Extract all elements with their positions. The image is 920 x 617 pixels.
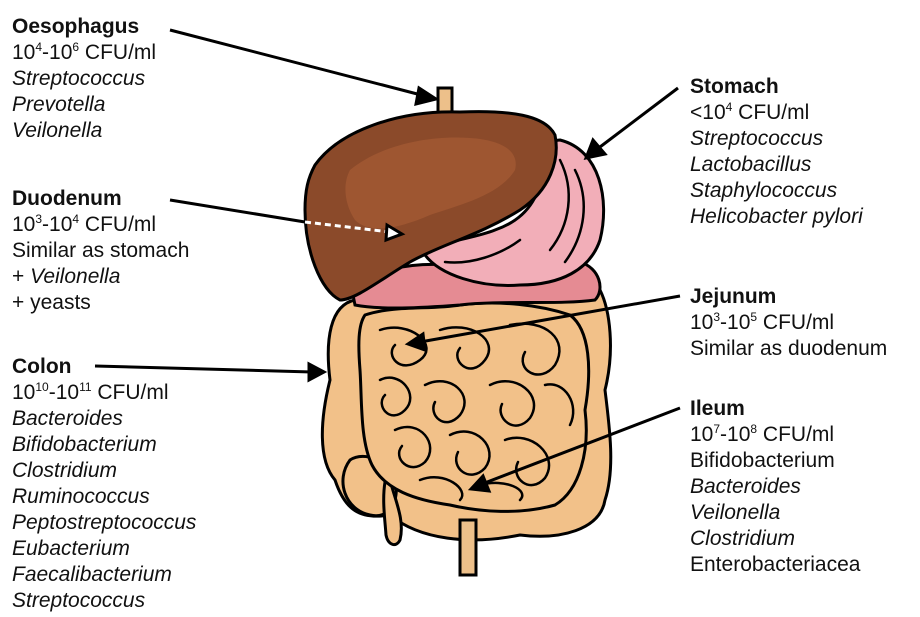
ileum-count: 107-108 CFU/ml: [690, 422, 860, 448]
oesophagus-taxon: Veilonella: [12, 118, 156, 144]
colon-arrowhead: [309, 364, 324, 380]
oesophagus-title: Oesophagus: [12, 14, 156, 40]
duodenum-note: + Veilonella: [12, 264, 189, 290]
jejunum-note: Similar as duodenum: [690, 336, 887, 362]
oesophagus-taxon: Prevotella: [12, 92, 156, 118]
oesophagus-count: 104-106 CFU/ml: [12, 40, 156, 66]
colon-count: 1010-1011 CFU/ml: [12, 380, 196, 406]
oesophagus-arrowhead: [416, 88, 436, 104]
stomach-label: Stomach <104 CFU/ml Streptococcus Lactob…: [690, 74, 863, 230]
colon-taxon: Faecalibacterium: [12, 562, 196, 588]
oesophagus-taxon: Streptococcus: [12, 66, 156, 92]
ileum-label: Ileum 107-108 CFU/ml Bifidobacterium Bac…: [690, 396, 860, 578]
ileum-taxon: Veilonella: [690, 500, 860, 526]
oesophagus-arrow: [170, 30, 425, 96]
jejunum-label: Jejunum 103-105 CFU/ml Similar as duoden…: [690, 284, 887, 362]
duodenum-label: Duodenum 103-104 CFU/ml Similar as stoma…: [12, 186, 189, 316]
jejunum-count: 103-105 CFU/ml: [690, 310, 887, 336]
colon-taxon: Bacteroides: [12, 406, 196, 432]
colon-label: Colon 1010-1011 CFU/ml Bacteroides Bifid…: [12, 354, 196, 614]
duodenum-title: Duodenum: [12, 186, 189, 212]
ileum-taxon: Clostridium: [690, 526, 860, 552]
stomach-taxon: Helicobacter pylori: [690, 204, 863, 230]
colon-taxon: Ruminococcus: [12, 484, 196, 510]
duodenum-count: 103-104 CFU/ml: [12, 212, 189, 238]
stomach-taxon: Staphylococcus: [690, 178, 863, 204]
jejunum-title: Jejunum: [690, 284, 887, 310]
colon-taxon: Streptococcus: [12, 588, 196, 614]
duodenum-arrow-solid: [170, 200, 305, 222]
colon-title: Colon: [12, 354, 196, 380]
ileum-title: Ileum: [690, 396, 860, 422]
ileum-taxon: Bacteroides: [690, 474, 860, 500]
duodenum-note: Similar as stomach: [12, 238, 189, 264]
colon-taxon: Eubacterium: [12, 536, 196, 562]
stomach-title: Stomach: [690, 74, 863, 100]
rectum-tube: [460, 520, 476, 575]
ileum-taxon: Enterobacteriacea: [690, 552, 860, 578]
colon-taxon: Peptostreptococcus: [12, 510, 196, 536]
oesophagus-label: Oesophagus 104-106 CFU/ml Streptococcus …: [12, 14, 156, 144]
stomach-arrow: [596, 88, 678, 150]
stomach-count: <104 CFU/ml: [690, 100, 863, 126]
colon-taxon: Bifidobacterium: [12, 432, 196, 458]
duodenum-note: + yeasts: [12, 290, 189, 316]
stomach-taxon: Streptococcus: [690, 126, 863, 152]
stomach-arrowhead: [586, 140, 605, 158]
colon-taxon: Clostridium: [12, 458, 196, 484]
ileum-taxon: Bifidobacterium: [690, 448, 860, 474]
stomach-taxon: Lactobacillus: [690, 152, 863, 178]
